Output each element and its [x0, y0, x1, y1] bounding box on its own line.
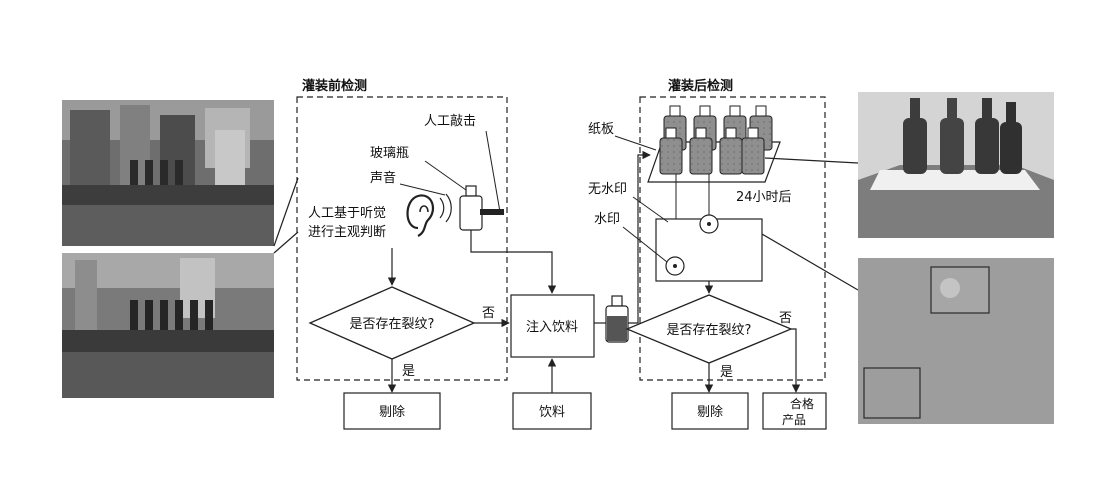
filled-bottle-icon — [605, 295, 629, 343]
post-no-label: 否 — [779, 311, 792, 326]
post-yes-label: 是 — [720, 365, 733, 380]
sound-wave-icon — [439, 193, 452, 223]
arrow-bottle-to-fill — [470, 230, 557, 294]
manual-knock-label: 人工敲击 — [424, 113, 476, 129]
post-decision-label: 是否存在裂纹? — [667, 323, 752, 338]
fill-drink-box — [510, 294, 595, 358]
pre-check-title: 灌装前检测 — [302, 78, 367, 94]
cardboard-leader — [614, 135, 657, 151]
arrow-bottle-to-post — [628, 150, 651, 324]
pre-decision-label: 是否存在裂纹? — [350, 317, 435, 332]
photo-connector-top — [273, 177, 299, 247]
knock-hammer-icon — [480, 209, 504, 215]
glass-bottle-label: 玻璃瓶 — [370, 146, 409, 161]
post-reject-label: 剔除 — [697, 405, 723, 420]
pre-reject-box — [343, 392, 441, 430]
cardboard-watermark-photo — [858, 258, 1054, 424]
fill-drink-label: 注入饮料 — [526, 320, 578, 335]
pre-check-dashed-box — [296, 96, 508, 381]
pre-yes-label: 是 — [402, 364, 415, 379]
watermark-leader — [622, 226, 668, 263]
watermark-dot — [673, 264, 677, 268]
post-reject-box — [671, 392, 749, 430]
qualified-product-box — [762, 392, 827, 430]
production-line-photo-bottom — [62, 253, 274, 398]
pre-no-label: 否 — [482, 306, 495, 321]
no-watermark-dot — [707, 222, 711, 226]
qualified-line-2: 产品 — [782, 413, 806, 427]
pre-reject-label: 剔除 — [379, 405, 405, 420]
drink-label: 饮料 — [539, 405, 565, 420]
watermark-label: 水印 — [594, 212, 620, 227]
manual-knock-leader — [485, 130, 501, 213]
qualified-line-1: 合格 — [790, 396, 814, 411]
production-line-photo-top — [62, 100, 274, 246]
bottles-on-cardboard-photo — [858, 92, 1054, 238]
sound-leader — [399, 183, 446, 196]
judgement-line-2: 进行主观判断 — [308, 225, 386, 240]
judgement-line-1: 人工基于听觉 — [308, 206, 386, 221]
bottle-group-icon — [659, 105, 773, 175]
no-watermark-leader — [632, 196, 669, 223]
photo-connector-bottom — [273, 231, 299, 254]
after-24h-label: 24小时后 — [736, 190, 792, 205]
cardboard-label: 纸板 — [588, 122, 614, 137]
glass-bottle-leader — [424, 160, 467, 191]
ear-icon — [406, 194, 435, 237]
glass-bottle-icon — [459, 185, 483, 231]
post-check-title: 灌装后检测 — [668, 78, 733, 94]
post-check-dashed-box — [639, 96, 826, 381]
connector-to-bottle-photo — [764, 157, 859, 164]
connector-to-board-photo — [761, 233, 859, 291]
no-watermark-label: 无水印 — [588, 182, 627, 197]
sound-label: 声音 — [370, 170, 396, 186]
arrow-post-no — [791, 328, 801, 393]
